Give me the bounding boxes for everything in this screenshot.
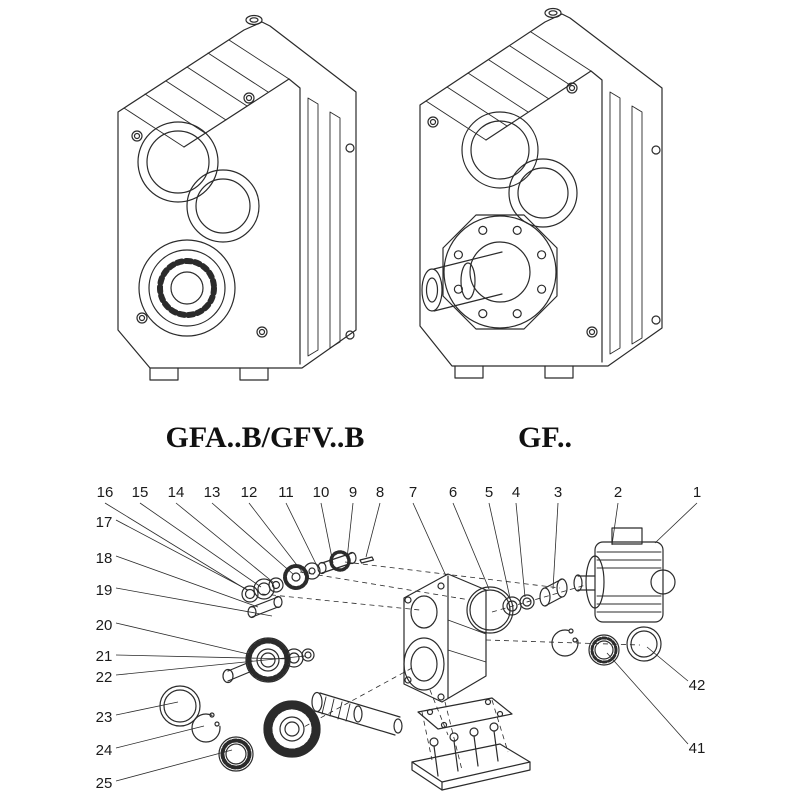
callout-12: 12 <box>241 484 258 501</box>
callout-9: 9 <box>349 484 357 501</box>
callout-8: 8 <box>376 484 384 501</box>
exploded-oring <box>466 586 514 634</box>
callout-3: 3 <box>554 484 562 501</box>
exploded-output-gear-shaft <box>263 691 403 758</box>
exploded-key <box>359 556 375 564</box>
callout-20: 20 <box>96 617 113 634</box>
model-label-left: GFA..B/GFV..B <box>166 421 365 454</box>
callout-7: 7 <box>409 484 417 501</box>
callouts-top: 16 15 14 13 12 11 10 9 8 7 6 5 4 3 2 1 <box>97 484 702 501</box>
exploded-cover-bearing <box>551 626 662 666</box>
callout-4: 4 <box>512 484 520 501</box>
callout-23: 23 <box>96 709 113 726</box>
callout-21: 21 <box>96 648 113 665</box>
callout-19: 19 <box>96 582 113 599</box>
callout-15: 15 <box>132 484 149 501</box>
exploded-housing <box>403 573 487 703</box>
exploded-motor <box>573 527 676 623</box>
callout-22: 22 <box>96 669 113 686</box>
callout-42: 42 <box>689 677 706 694</box>
leader-lines-top <box>104 502 698 599</box>
exploded-input-cluster <box>241 550 357 603</box>
callout-6: 6 <box>449 484 457 501</box>
callout-16: 16 <box>97 484 114 501</box>
callout-13: 13 <box>204 484 221 501</box>
callout-17: 17 <box>96 514 113 531</box>
model-label-right: GF.. <box>518 421 572 454</box>
callouts-left: 17 18 19 20 21 22 23 24 25 <box>96 514 113 792</box>
callout-5: 5 <box>485 484 493 501</box>
callout-2: 2 <box>614 484 622 501</box>
exploded-gasket-base <box>411 697 531 791</box>
callout-1: 1 <box>693 484 701 501</box>
gearbox-left-drawing <box>117 14 357 381</box>
exploded-seal-bearing <box>159 685 254 772</box>
exploded-view-drawing: 16 15 14 13 12 11 10 9 8 7 6 5 4 3 2 1 1… <box>96 484 706 792</box>
callouts-right: 42 41 <box>689 677 706 757</box>
leader-lines-left <box>115 519 306 782</box>
callout-14: 14 <box>168 484 185 501</box>
gearbox-right-drawing <box>419 7 663 379</box>
leader-lines-right <box>606 646 689 745</box>
callout-41: 41 <box>689 740 706 757</box>
callout-11: 11 <box>278 484 294 501</box>
callout-25: 25 <box>96 775 113 792</box>
callout-10: 10 <box>313 484 330 501</box>
callout-18: 18 <box>96 550 113 567</box>
callout-24: 24 <box>96 742 113 759</box>
